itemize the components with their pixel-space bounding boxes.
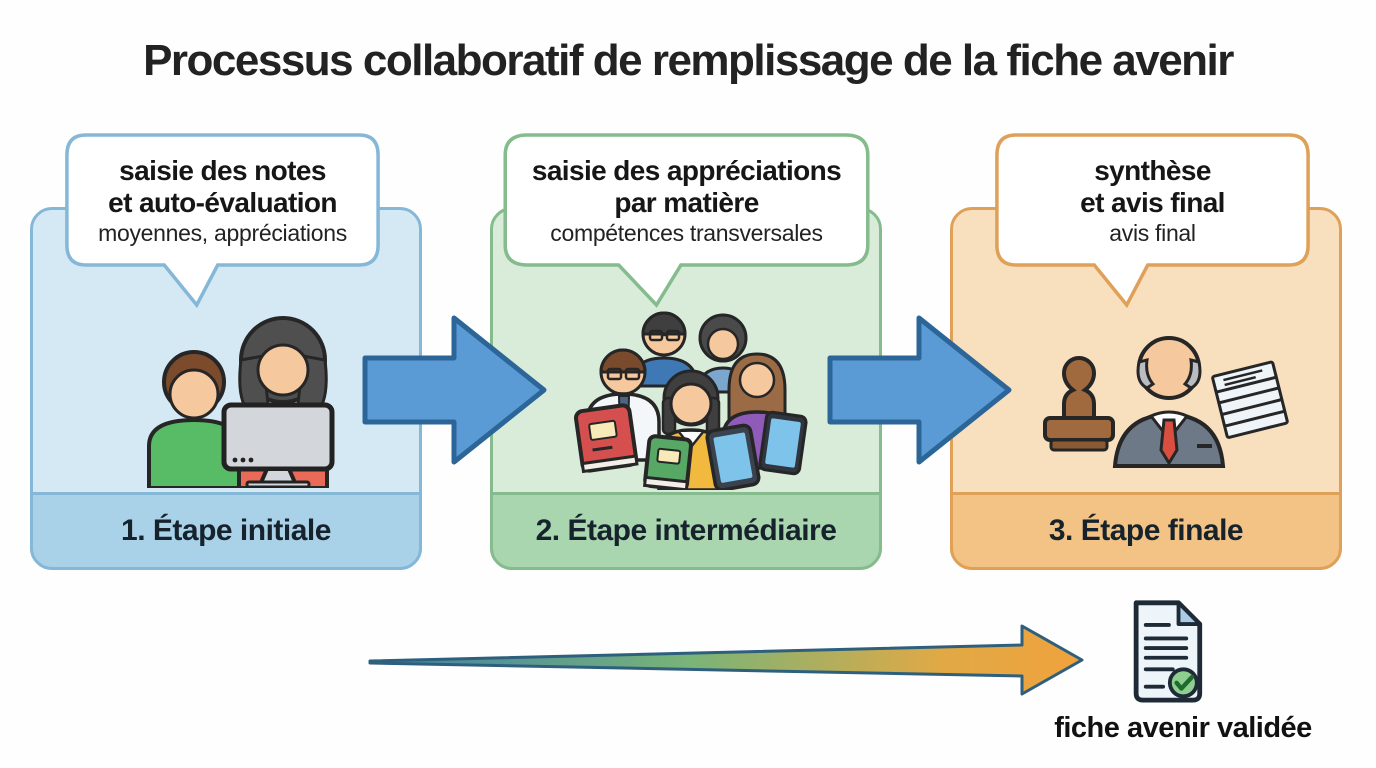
bubble2-subtitle: compétences transversales bbox=[550, 219, 823, 246]
bubble1-line1: saisie des notes bbox=[119, 155, 326, 187]
diagram-title: Processus collaboratif de remplissage de… bbox=[143, 36, 1234, 85]
validated-document-icon bbox=[1133, 600, 1203, 703]
tablet-front-icon bbox=[705, 423, 761, 490]
student-figure bbox=[147, 350, 241, 488]
bubble1-line2: et auto-évaluation bbox=[108, 186, 337, 218]
head-teacher-with-stamp-and-papers-icon bbox=[1043, 336, 1289, 468]
step2-panel: 2. Étape intermédiaire bbox=[490, 207, 882, 570]
speech-bubble-shape bbox=[995, 133, 1310, 308]
step2-label: 2. Étape intermédiaire bbox=[490, 492, 882, 570]
green-book-icon bbox=[642, 434, 694, 490]
bubble3-line2: et avis final bbox=[1080, 186, 1225, 218]
step3-speech-bubble: synthèse et avis final avis final bbox=[995, 133, 1310, 308]
teachers-group-with-books-and-tablets-icon bbox=[573, 311, 808, 490]
step2-speech-bubble: saisie des appréciations par matière com… bbox=[503, 133, 870, 308]
speech-bubble-shape bbox=[503, 133, 870, 308]
rubber-stamp-icon bbox=[1043, 356, 1115, 452]
step3-panel: 3. Étape finale bbox=[950, 207, 1342, 570]
bubble3-subtitle: avis final bbox=[1109, 219, 1196, 246]
document-text-lines bbox=[1143, 623, 1189, 689]
step1-speech-bubble: saisie des notes et auto-évaluation moye… bbox=[65, 133, 380, 308]
head-teacher-figure bbox=[1112, 336, 1226, 468]
bubble3-line1: synthèse bbox=[1094, 155, 1211, 187]
result-label: fiche avenir validée bbox=[1054, 712, 1312, 744]
step2-to-step3-arrow-icon bbox=[827, 315, 1012, 465]
student-and-teacher-at-computer-icon bbox=[147, 316, 335, 488]
computer-monitor-icon bbox=[221, 402, 335, 488]
tablet-right-icon bbox=[758, 410, 808, 476]
red-book-icon bbox=[573, 403, 639, 474]
step1-panel: 1. Étape initiale bbox=[30, 207, 422, 570]
paper-stack-icon bbox=[1211, 360, 1289, 439]
step3-label: 3. Étape finale bbox=[950, 492, 1342, 570]
step1-to-step2-arrow-icon bbox=[362, 315, 547, 465]
step1-label: 1. Étape initiale bbox=[30, 492, 422, 570]
bubble1-subtitle: moyennes, appréciations bbox=[98, 219, 347, 246]
green-check-icon bbox=[1167, 667, 1199, 699]
process-flow-gradient-arrow-icon bbox=[368, 624, 1084, 696]
bubble2-line1: saisie des appréciations bbox=[531, 155, 842, 187]
speech-bubble-shape bbox=[65, 133, 380, 308]
bubble2-line2: par matière bbox=[614, 186, 759, 218]
